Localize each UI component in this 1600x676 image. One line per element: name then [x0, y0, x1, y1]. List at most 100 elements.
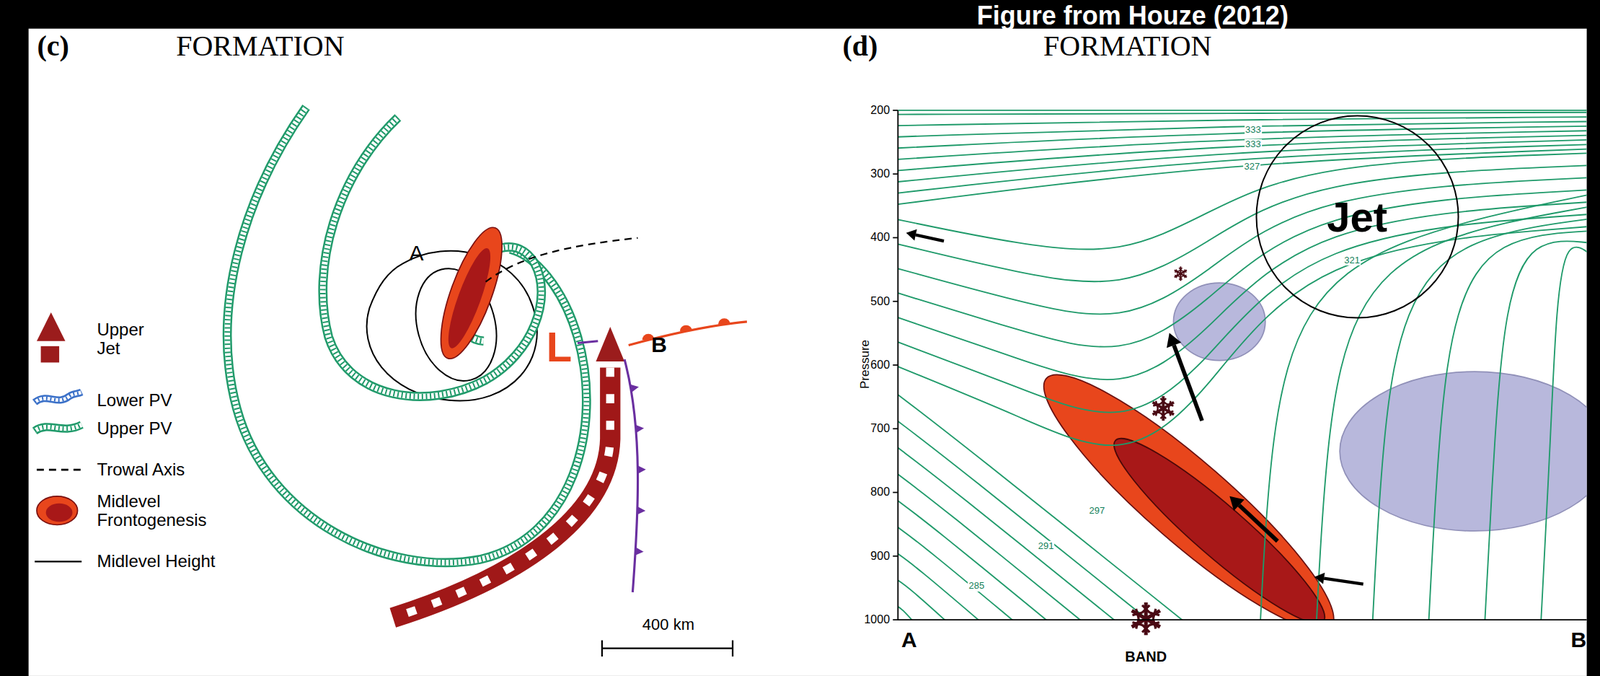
- snowflake-symbol: [1142, 624, 1150, 632]
- figure-title: Figure from Houze (2012): [977, 1, 1289, 31]
- legend-upper-pv: [34, 424, 82, 431]
- cold-front-barb: [630, 384, 639, 393]
- snowflake-symbol: [1181, 273, 1187, 278]
- isentrope: [1484, 240, 1588, 620]
- pv-anomaly: [1173, 282, 1265, 361]
- node-text: Jet: [1326, 192, 1388, 241]
- isentrope: [1428, 230, 1587, 620]
- arrow-head: [1166, 332, 1182, 348]
- low-symbol: L: [546, 323, 572, 370]
- isentrope: [1372, 218, 1587, 620]
- circle-outline: [1256, 115, 1458, 318]
- cold-front-barb: [637, 465, 646, 474]
- frontogenesis-area: [428, 220, 515, 365]
- axis-tick: [892, 173, 898, 175]
- snowflake-symbol: [1152, 408, 1161, 416]
- tick-label: 1000: [863, 612, 890, 626]
- snowflake-symbol: [1181, 268, 1187, 274]
- isentrope: [1260, 193, 1588, 620]
- warm-front-bump: [718, 317, 731, 324]
- panel-ground: [28, 28, 1588, 676]
- isentrope: [897, 392, 1189, 620]
- arrow-head: [1314, 572, 1326, 585]
- axis-tick: [892, 300, 898, 303]
- legend-trowal: [36, 468, 82, 471]
- legend-text: Trowal Axis: [96, 460, 185, 479]
- upper-pv-band: [323, 117, 542, 397]
- top-isentrope: [897, 109, 1587, 112]
- legend-samples: [34, 312, 82, 561]
- axis-tick: [892, 618, 898, 621]
- frontogenesis-core: [1098, 421, 1341, 620]
- axis-tick: [892, 427, 898, 430]
- point-label: B: [651, 331, 667, 356]
- upper-pv-band: [323, 117, 542, 397]
- snowflake-symbol: [1152, 400, 1161, 409]
- snowflake-symbol: [1174, 268, 1179, 274]
- cold-front-barb: [635, 424, 644, 433]
- plot-area: [897, 112, 1587, 620]
- isentrope: [897, 152, 1587, 249]
- contour-label: 327: [1243, 161, 1262, 172]
- isentrope: [897, 126, 1587, 148]
- upper-pv-band: [227, 107, 587, 563]
- point-label: B: [1570, 626, 1587, 651]
- band-label: BAND: [1124, 648, 1167, 665]
- flow-arrow: [1323, 578, 1363, 585]
- trowal-axis: [485, 237, 639, 282]
- arrow-head: [906, 229, 918, 241]
- frontogenesis-core: [440, 244, 499, 352]
- arrow-head: [1229, 496, 1245, 511]
- snowflake-symbol: [1160, 412, 1166, 419]
- contour-label: 291: [1037, 540, 1055, 551]
- axis-tick: [892, 555, 898, 557]
- occluded-front: [577, 341, 598, 344]
- point-label: A: [901, 626, 918, 651]
- tick-label: 600: [870, 358, 890, 372]
- snowflake-symbol: [1132, 608, 1143, 619]
- panel-heading: FORMATION: [175, 30, 344, 63]
- isentrope: [1540, 247, 1588, 620]
- legend-jet-triangle: [36, 312, 66, 342]
- legend-lower-pv: [34, 392, 82, 403]
- legend-lower-pv: [34, 392, 82, 403]
- upper-jet: [392, 367, 611, 618]
- snowflake-symbol: [1165, 400, 1174, 409]
- plan-view: [34, 107, 748, 657]
- isentrope: [897, 446, 1120, 621]
- warm-front: [628, 321, 748, 346]
- isentrope: [897, 130, 1587, 160]
- flow-arrow: [915, 235, 944, 241]
- snowflake-symbol: [1160, 398, 1166, 404]
- legend-height-line: [34, 560, 82, 562]
- scale-label: 400 km: [642, 615, 695, 634]
- cold-front: [624, 359, 638, 592]
- snowflake-symbol: [1165, 408, 1174, 416]
- snowflake-symbol: [1149, 608, 1160, 619]
- snowflake-symbol: [1174, 273, 1179, 278]
- legend-text: Midlevel Frontogenesis: [96, 491, 234, 530]
- snowflake-symbol: [1178, 267, 1182, 271]
- jet-triangle: [595, 326, 625, 362]
- isentrope: [897, 112, 1587, 115]
- isentrope: [897, 189, 1587, 347]
- jet-circle: Jet: [1255, 114, 1460, 319]
- upper-pv-band: [227, 107, 587, 563]
- cold-front-barb: [637, 506, 646, 515]
- tick-label: 800: [870, 485, 890, 499]
- upper-jet: [392, 367, 611, 618]
- isentrope: [897, 116, 1587, 126]
- legend-upper-pv: [34, 424, 82, 431]
- isentrope: [897, 498, 1053, 620]
- axis-title: Pressure: [858, 339, 873, 389]
- isentrope: [897, 472, 1086, 620]
- panel-heading: FORMATION: [1043, 30, 1212, 63]
- isentrope: [897, 226, 1587, 445]
- legend-text: Midlevel Height: [96, 551, 215, 571]
- isentrope: [1316, 206, 1588, 620]
- tick-label: 700: [870, 421, 890, 435]
- tick-label: 900: [870, 549, 890, 563]
- warm-front-bump: [679, 325, 693, 331]
- legend-frontogenesis: [36, 496, 78, 525]
- tick-label: 300: [870, 167, 890, 181]
